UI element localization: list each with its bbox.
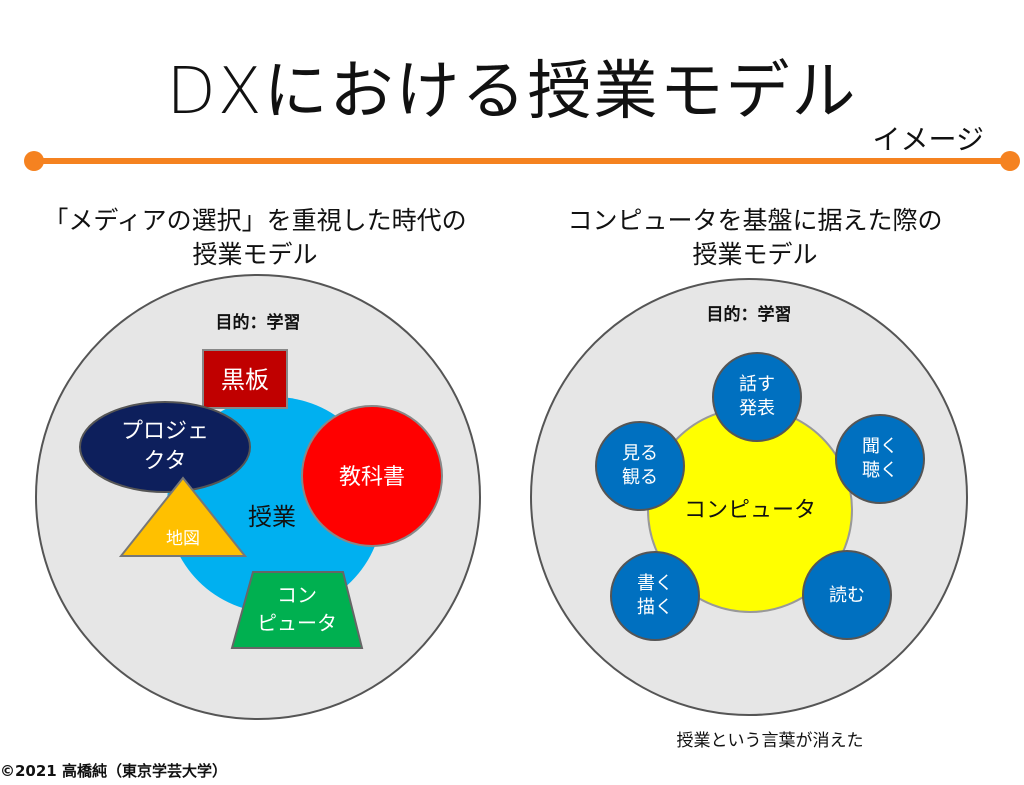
left-model-heading: 「メディアの選択」を重視した時代の 授業モデル	[20, 204, 490, 272]
lesson-label: 授業	[248, 503, 296, 531]
blackboard-box	[202, 349, 288, 409]
right-purpose-label: 目的：学習	[707, 304, 792, 325]
activity-read-line1: 読む	[829, 585, 865, 606]
rule-dot-right	[1000, 151, 1020, 171]
activity-listen-circle	[835, 414, 925, 504]
activity-write: 書く 描く	[610, 551, 700, 641]
activity-speak-line1: 話す	[739, 374, 775, 395]
map-triangle	[118, 476, 248, 557]
activity-listen-line2: 聴く	[862, 460, 898, 481]
left-purpose-label: 目的：学習	[216, 312, 301, 333]
copyright: ©2021 高橋純（東京学芸大学）	[0, 762, 227, 780]
activity-read-circle	[802, 550, 892, 640]
computer-label-line1: コン	[277, 583, 317, 607]
textbook-label: 教科書	[339, 465, 405, 490]
right-model: 目的：学習 コンピュータ 話す 発表 聞く 聴く 読む 書く 描く 見る 観る	[530, 278, 968, 716]
computer-label-line2: ピュータ	[257, 611, 337, 635]
rule-dot-left	[24, 151, 44, 171]
activity-see-line2: 観る	[622, 467, 658, 488]
left-heading-line2: 授業モデル	[192, 240, 318, 269]
activity-see-circle	[595, 421, 685, 511]
activity-listen-line1: 聞く	[862, 436, 898, 457]
activity-see: 見る 観る	[595, 421, 685, 511]
right-model-heading: コンピュータを基盤に据えた際の 授業モデル	[520, 204, 990, 272]
textbook-circle	[301, 405, 443, 547]
computer-core-label: コンピュータ	[684, 498, 816, 523]
activity-write-line2: 描く	[637, 597, 673, 618]
accent-rule	[34, 158, 1010, 164]
page-title: DXにおける授業モデル	[166, 55, 858, 129]
map-label: 地図	[166, 529, 200, 549]
left-model: 目的：学習 授業 黒板 プロジェ クタ 教科書 地図 コン ピュータ	[35, 274, 481, 720]
projector-label-line2: クタ	[143, 449, 186, 474]
activity-listen: 聞く 聴く	[835, 414, 925, 504]
blackboard-label: 黒板	[221, 366, 269, 394]
activity-write-line1: 書く	[637, 573, 673, 594]
activity-see-line1: 見る	[622, 443, 658, 464]
right-heading-line1: コンピュータを基盤に据えた際の	[567, 206, 943, 235]
activity-read: 読む	[802, 550, 892, 640]
image-label: イメージ	[872, 123, 984, 156]
projector-ellipse	[79, 401, 251, 493]
activity-write-circle	[610, 551, 700, 641]
left-heading-line1: 「メディアの選択」を重視した時代の	[43, 206, 467, 235]
computer-trapezoid	[230, 571, 364, 649]
activity-speak-line2: 発表	[739, 398, 775, 419]
projector-label-line1: プロジェ	[121, 419, 209, 444]
right-footnote: 授業という言葉が消えた	[676, 731, 864, 751]
activity-speak-circle	[712, 352, 802, 442]
activity-speak: 話す 発表	[712, 352, 802, 442]
right-heading-line2: 授業モデル	[692, 240, 818, 269]
